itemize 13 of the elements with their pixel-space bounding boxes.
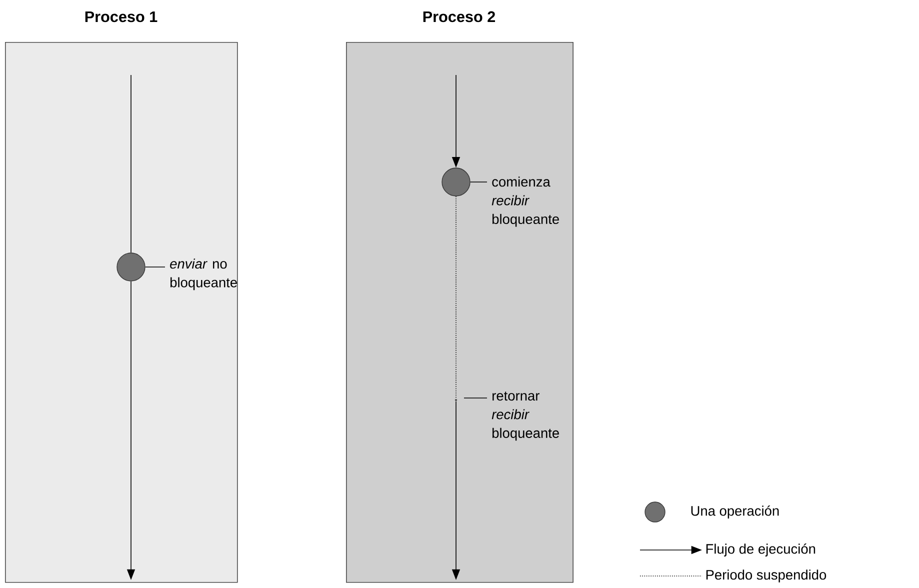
legend-text: Periodo suspendido (706, 570, 826, 582)
flow-line (130, 74, 132, 254)
leader-line (144, 266, 166, 268)
junction-point (454, 398, 458, 402)
legend-text: Una operación (691, 506, 779, 518)
node-label: Proceso 2 (423, 11, 496, 22)
annotation-text: enviar no bloqueante (170, 258, 237, 290)
legend-text: Flujo de ejecución (706, 544, 816, 556)
operation-circle (442, 168, 470, 196)
operation-circle (116, 252, 146, 282)
node-label: Proceso 1 (85, 11, 158, 22)
annotation-text: retornar recibir bloqueante (492, 392, 559, 441)
annotation-text: comienza recibir bloqueante (492, 176, 559, 227)
